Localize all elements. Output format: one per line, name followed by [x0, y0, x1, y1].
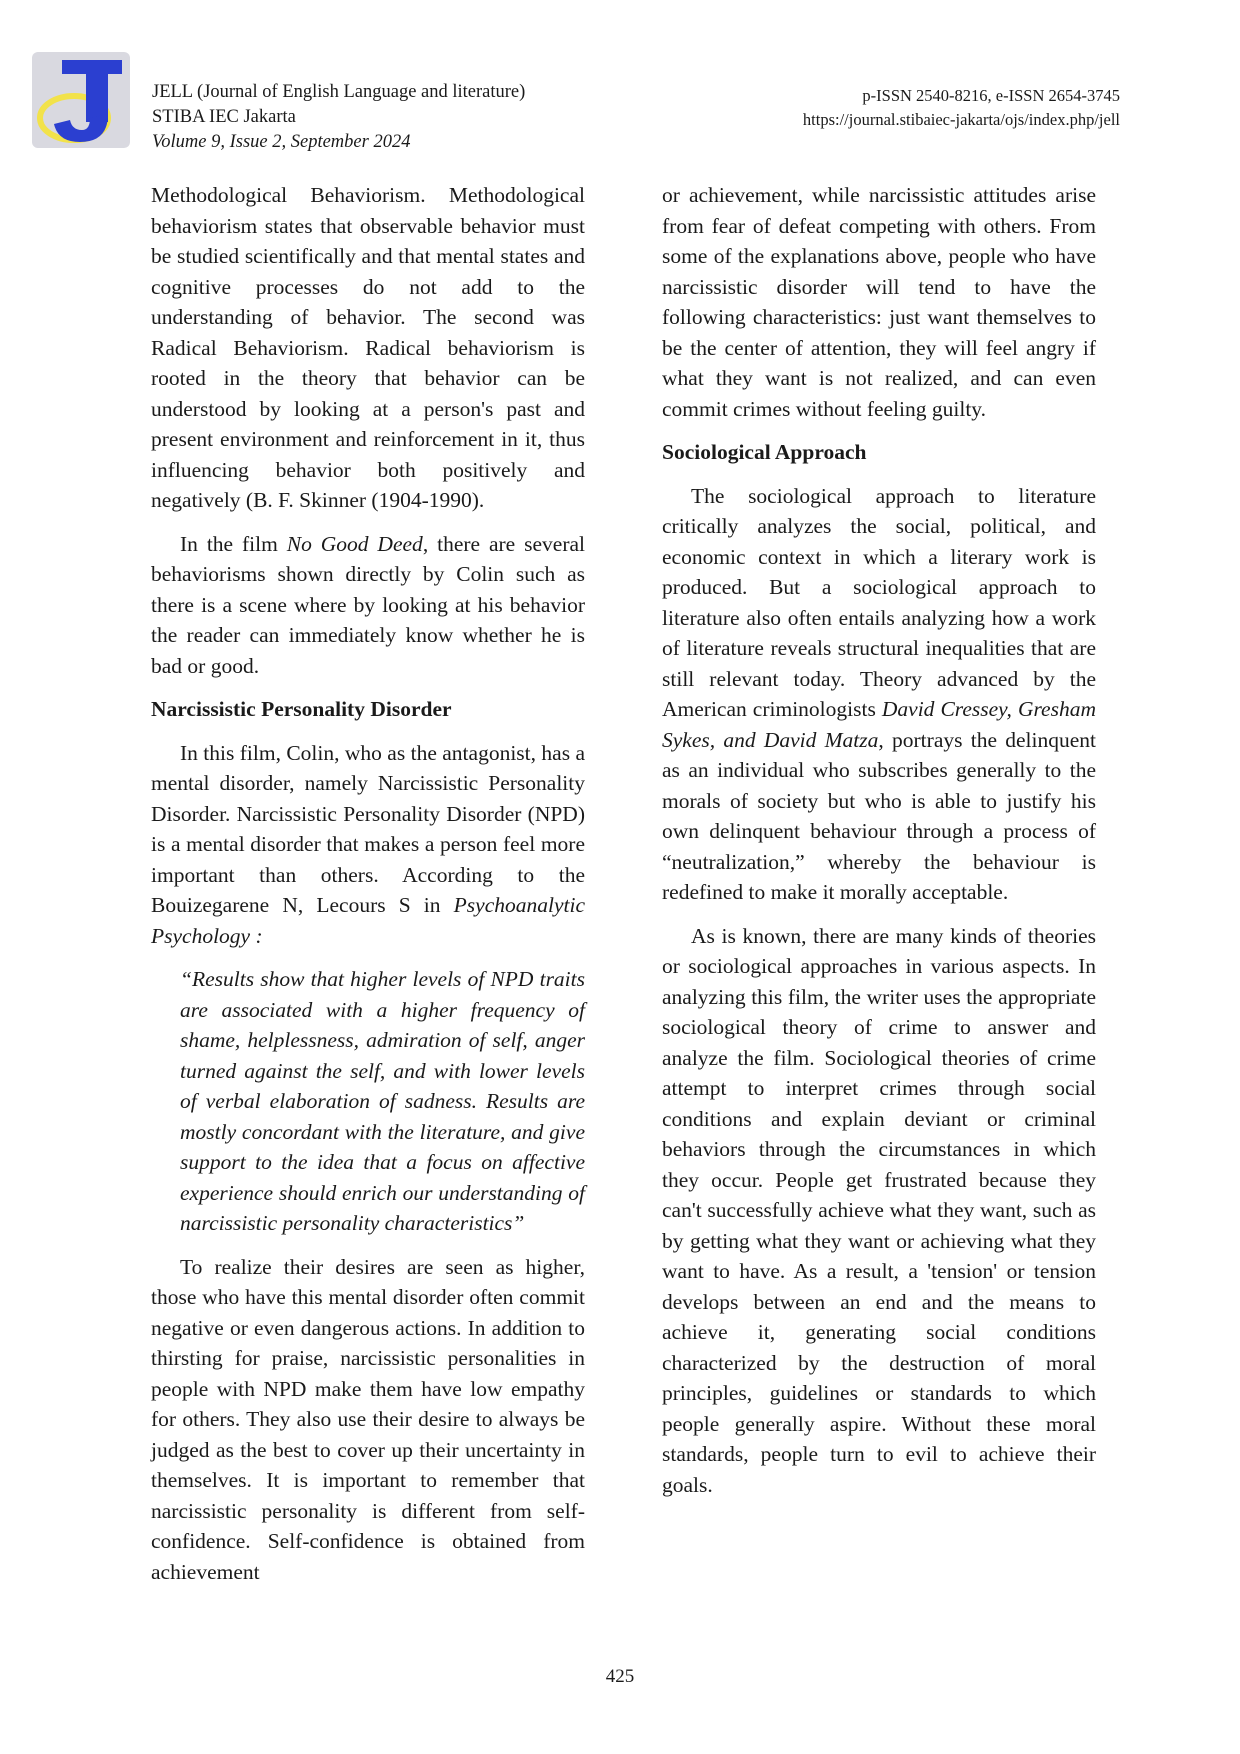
journal-url[interactable]: https://journal.stibaiec-jakarta/ojs/ind…	[802, 110, 1120, 129]
left-column: Methodological Behaviorism. Methodologic…	[151, 180, 585, 1600]
paragraph: or achievement, while narcissistic attit…	[662, 183, 1096, 421]
journal-identifiers: p-ISSN 2540-8216, e-ISSN 2654-3745 https…	[803, 84, 1120, 132]
publisher-name: STIBA IEC Jakarta	[152, 107, 296, 127]
paragraph: The sociological approach to literature …	[662, 483, 1096, 905]
section-heading: Sociological Approach	[662, 440, 867, 464]
right-column: or achievement, while narcissistic attit…	[662, 180, 1096, 1513]
author-names: David Cressey, Gresham Sykes, and David …	[662, 697, 1096, 752]
journal-name: JELL (Journal of English Language and li…	[152, 82, 526, 102]
paragraph: To realize their desires are seen as hig…	[151, 1254, 585, 1584]
paragraph: Methodological Behaviorism. Methodologic…	[151, 183, 585, 512]
paragraph: As is known, there are many kinds of the…	[662, 923, 1096, 1497]
paragraph: In the film No Good Deed, there are seve…	[151, 531, 586, 678]
journal-logo-icon	[32, 52, 130, 148]
film-title: No Good Deed	[286, 531, 423, 556]
block-quote: “Results show that higher levels of NPD …	[180, 967, 585, 1235]
paragraph: In this film, Colin, who as the antagoni…	[151, 740, 585, 948]
issn-info: p-ISSN 2540-8216, e-ISSN 2654-3745	[862, 86, 1120, 105]
source-title: Psychoanalytic Psychology :	[151, 893, 585, 948]
page-number: 425	[605, 1666, 635, 1687]
section-heading: Narcissistic Personality Disorder	[151, 697, 452, 721]
journal-header: JELL (Journal of English Language and li…	[152, 80, 525, 155]
volume-info: Volume 9, Issue 2, September 2024	[152, 132, 411, 152]
